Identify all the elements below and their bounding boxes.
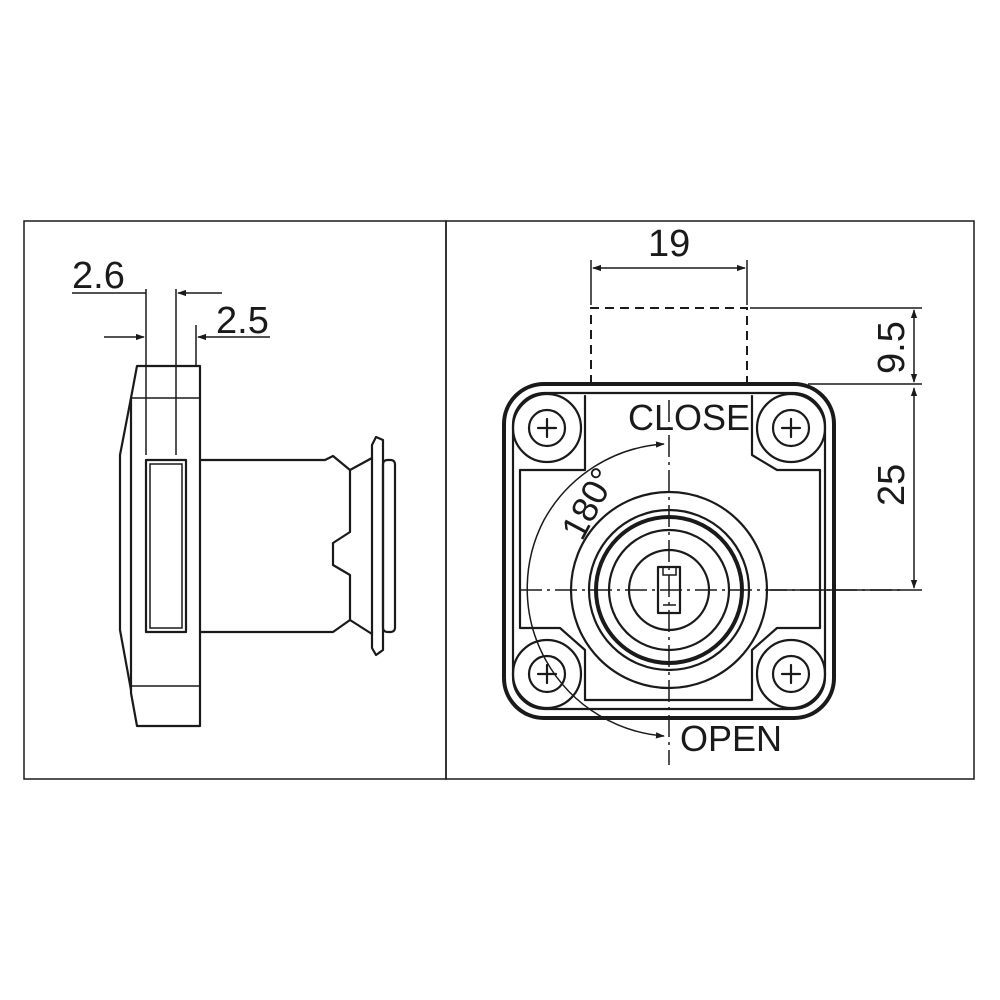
cylinder-housing	[198, 454, 352, 634]
side-view: 2.6 2.5	[72, 255, 397, 728]
dim-bolt-offset-label: 2.5	[216, 300, 269, 342]
dim-center-height-label: 25	[871, 464, 913, 506]
bolt-slot	[144, 458, 188, 634]
bolt-throw-outline	[590, 307, 748, 384]
dim-bolt-throw-label: 9.5	[871, 321, 913, 374]
front-view: 19 9.5 25	[502, 223, 922, 765]
screw-top-right	[755, 392, 827, 464]
dim-width-label: 19	[648, 223, 690, 265]
rotation-arc	[526, 441, 665, 739]
cylinder-cap	[370, 435, 385, 657]
dim-flange-thickness-label: 2.6	[72, 255, 125, 297]
open-label: OPEN	[680, 718, 782, 759]
front-view-frame	[445, 220, 975, 780]
flange-body	[118, 364, 202, 728]
face-recess	[518, 394, 822, 702]
close-label: CLOSE	[628, 397, 750, 438]
screw-bottom-right	[755, 638, 827, 710]
screw-bottom-left	[511, 638, 583, 710]
screw-top-left	[511, 392, 583, 464]
